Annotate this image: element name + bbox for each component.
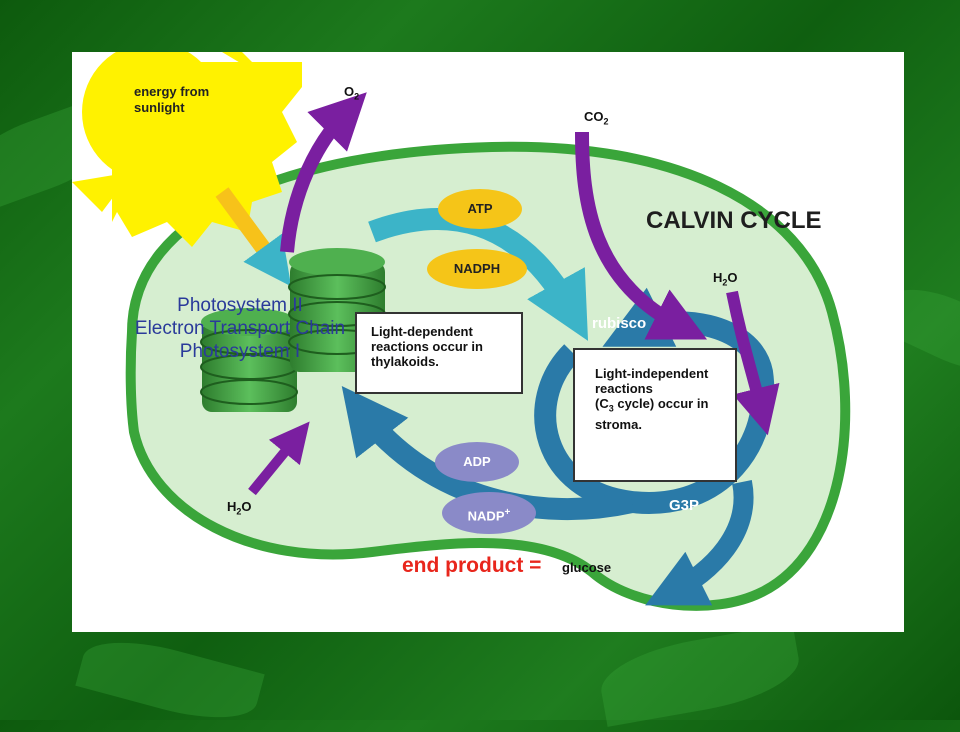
co2-label: CO2: [584, 109, 609, 127]
adp-pill: ADP: [435, 442, 519, 482]
co2-in-arrow: [575, 131, 708, 340]
nadp-pill: NADP+: [442, 492, 536, 534]
sunlight-arrow: [215, 187, 292, 287]
glucose-label: glucose: [562, 560, 612, 575]
o2-arrow: [280, 92, 367, 253]
calvin-cycle-title: CALVIN CYCLE: [646, 207, 822, 234]
photosystem-ii-label: Photosystem II: [177, 295, 303, 316]
sun-icon: [72, 52, 302, 247]
g3p-arrow: [645, 480, 754, 606]
photosystem-i-label: Photosystem I: [179, 341, 301, 362]
electron-transport-chain-label: Electron Transport Chain: [134, 318, 346, 339]
end-product-label: end product =: [402, 554, 542, 577]
o2-label: O2: [344, 84, 360, 102]
rubisco-label: rubisco: [592, 315, 647, 332]
thylakoid-stack-left: [200, 308, 298, 412]
energy-from-sunlight-label: energy from sunlight: [134, 84, 210, 115]
h2o-in-arrow: [248, 421, 310, 496]
h2o-calvin-label: H2O: [713, 270, 738, 288]
background-leaf: [595, 623, 805, 727]
atp-pill: ATP: [438, 189, 522, 229]
h2o-calvin-arrow: [726, 290, 780, 436]
light-dependent-box: Light-dependent reactions occur in thyla…: [355, 312, 523, 394]
light-independent-box: Light-independent reactions (C3 cycle) o…: [573, 348, 737, 482]
diagram-panel: energy from sunlight O2 CO2 CALVIN CYCLE…: [72, 52, 904, 632]
h2o-input-label: H2O: [227, 499, 252, 517]
background-leaf: [75, 627, 265, 732]
photosystem-labels: Photosystem II Electron Transport Chain …: [100, 294, 380, 363]
nadph-pill: NADPH: [427, 249, 527, 289]
g3p-label: G3P: [669, 497, 700, 514]
